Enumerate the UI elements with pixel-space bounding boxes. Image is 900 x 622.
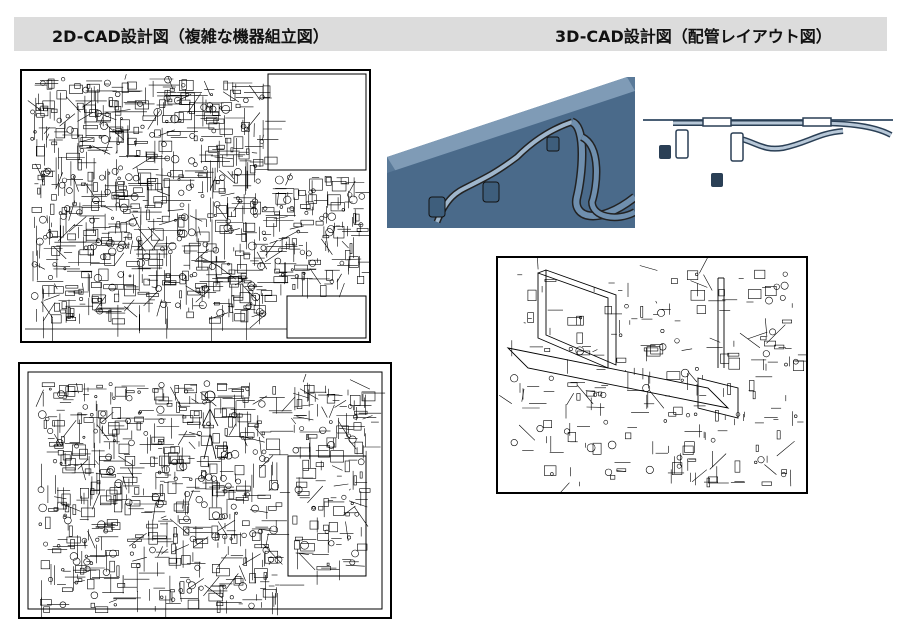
3d-model-view (387, 77, 635, 228)
cad-drawing-lines (25, 73, 369, 341)
header-bar: 2D-CAD設計図（複雑な機器組立図） 3D-CAD設計図（配管レイアウト図） (14, 17, 887, 51)
title-3d-cad: 3D-CAD設計図（配管レイアウト図） (555, 27, 832, 46)
cad-drawing-lines-2 (27, 371, 386, 617)
3d-model-view-2 (643, 117, 893, 187)
cad-2d-assembly-drawing-2 (18, 362, 392, 619)
title-2d-cad: 2D-CAD設計図（複雑な機器組立図） (52, 27, 329, 46)
3d-piping-render-2 (643, 103, 893, 195)
3d-piping-exploded-view (496, 256, 808, 494)
exploded-drawing-lines (499, 258, 806, 492)
cad-2d-assembly-drawing-1 (20, 69, 371, 343)
3d-piping-render-1 (387, 77, 635, 228)
